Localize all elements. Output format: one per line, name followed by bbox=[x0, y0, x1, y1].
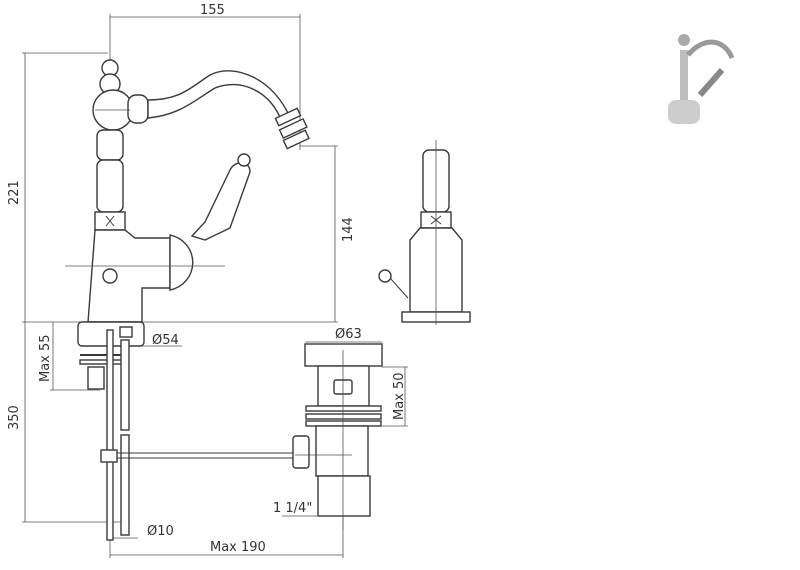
dim-max55-label: Max 55 bbox=[38, 334, 53, 382]
product-photo-thumbnail bbox=[668, 34, 735, 124]
dim-o63-label: Ø63 bbox=[335, 327, 362, 342]
dim-155-label: 155 bbox=[200, 3, 225, 18]
dim-144-label: 144 bbox=[341, 217, 356, 242]
dim-thread-label: 1 1/4" bbox=[273, 501, 312, 516]
pop-up-waste bbox=[292, 343, 383, 530]
dim-o10-label: Ø10 bbox=[147, 524, 174, 539]
dim-max50-label: Max 50 bbox=[392, 372, 407, 420]
faucet-front-view bbox=[65, 59, 310, 323]
dim-o54-label: Ø54 bbox=[152, 333, 179, 348]
dim-350-label: 350 bbox=[7, 405, 22, 430]
faucet-side-view bbox=[378, 140, 471, 325]
dim-max190-label: Max 190 bbox=[210, 540, 266, 555]
dim-221-label: 221 bbox=[7, 180, 22, 205]
deck-fixing-and-rod bbox=[77, 321, 295, 541]
